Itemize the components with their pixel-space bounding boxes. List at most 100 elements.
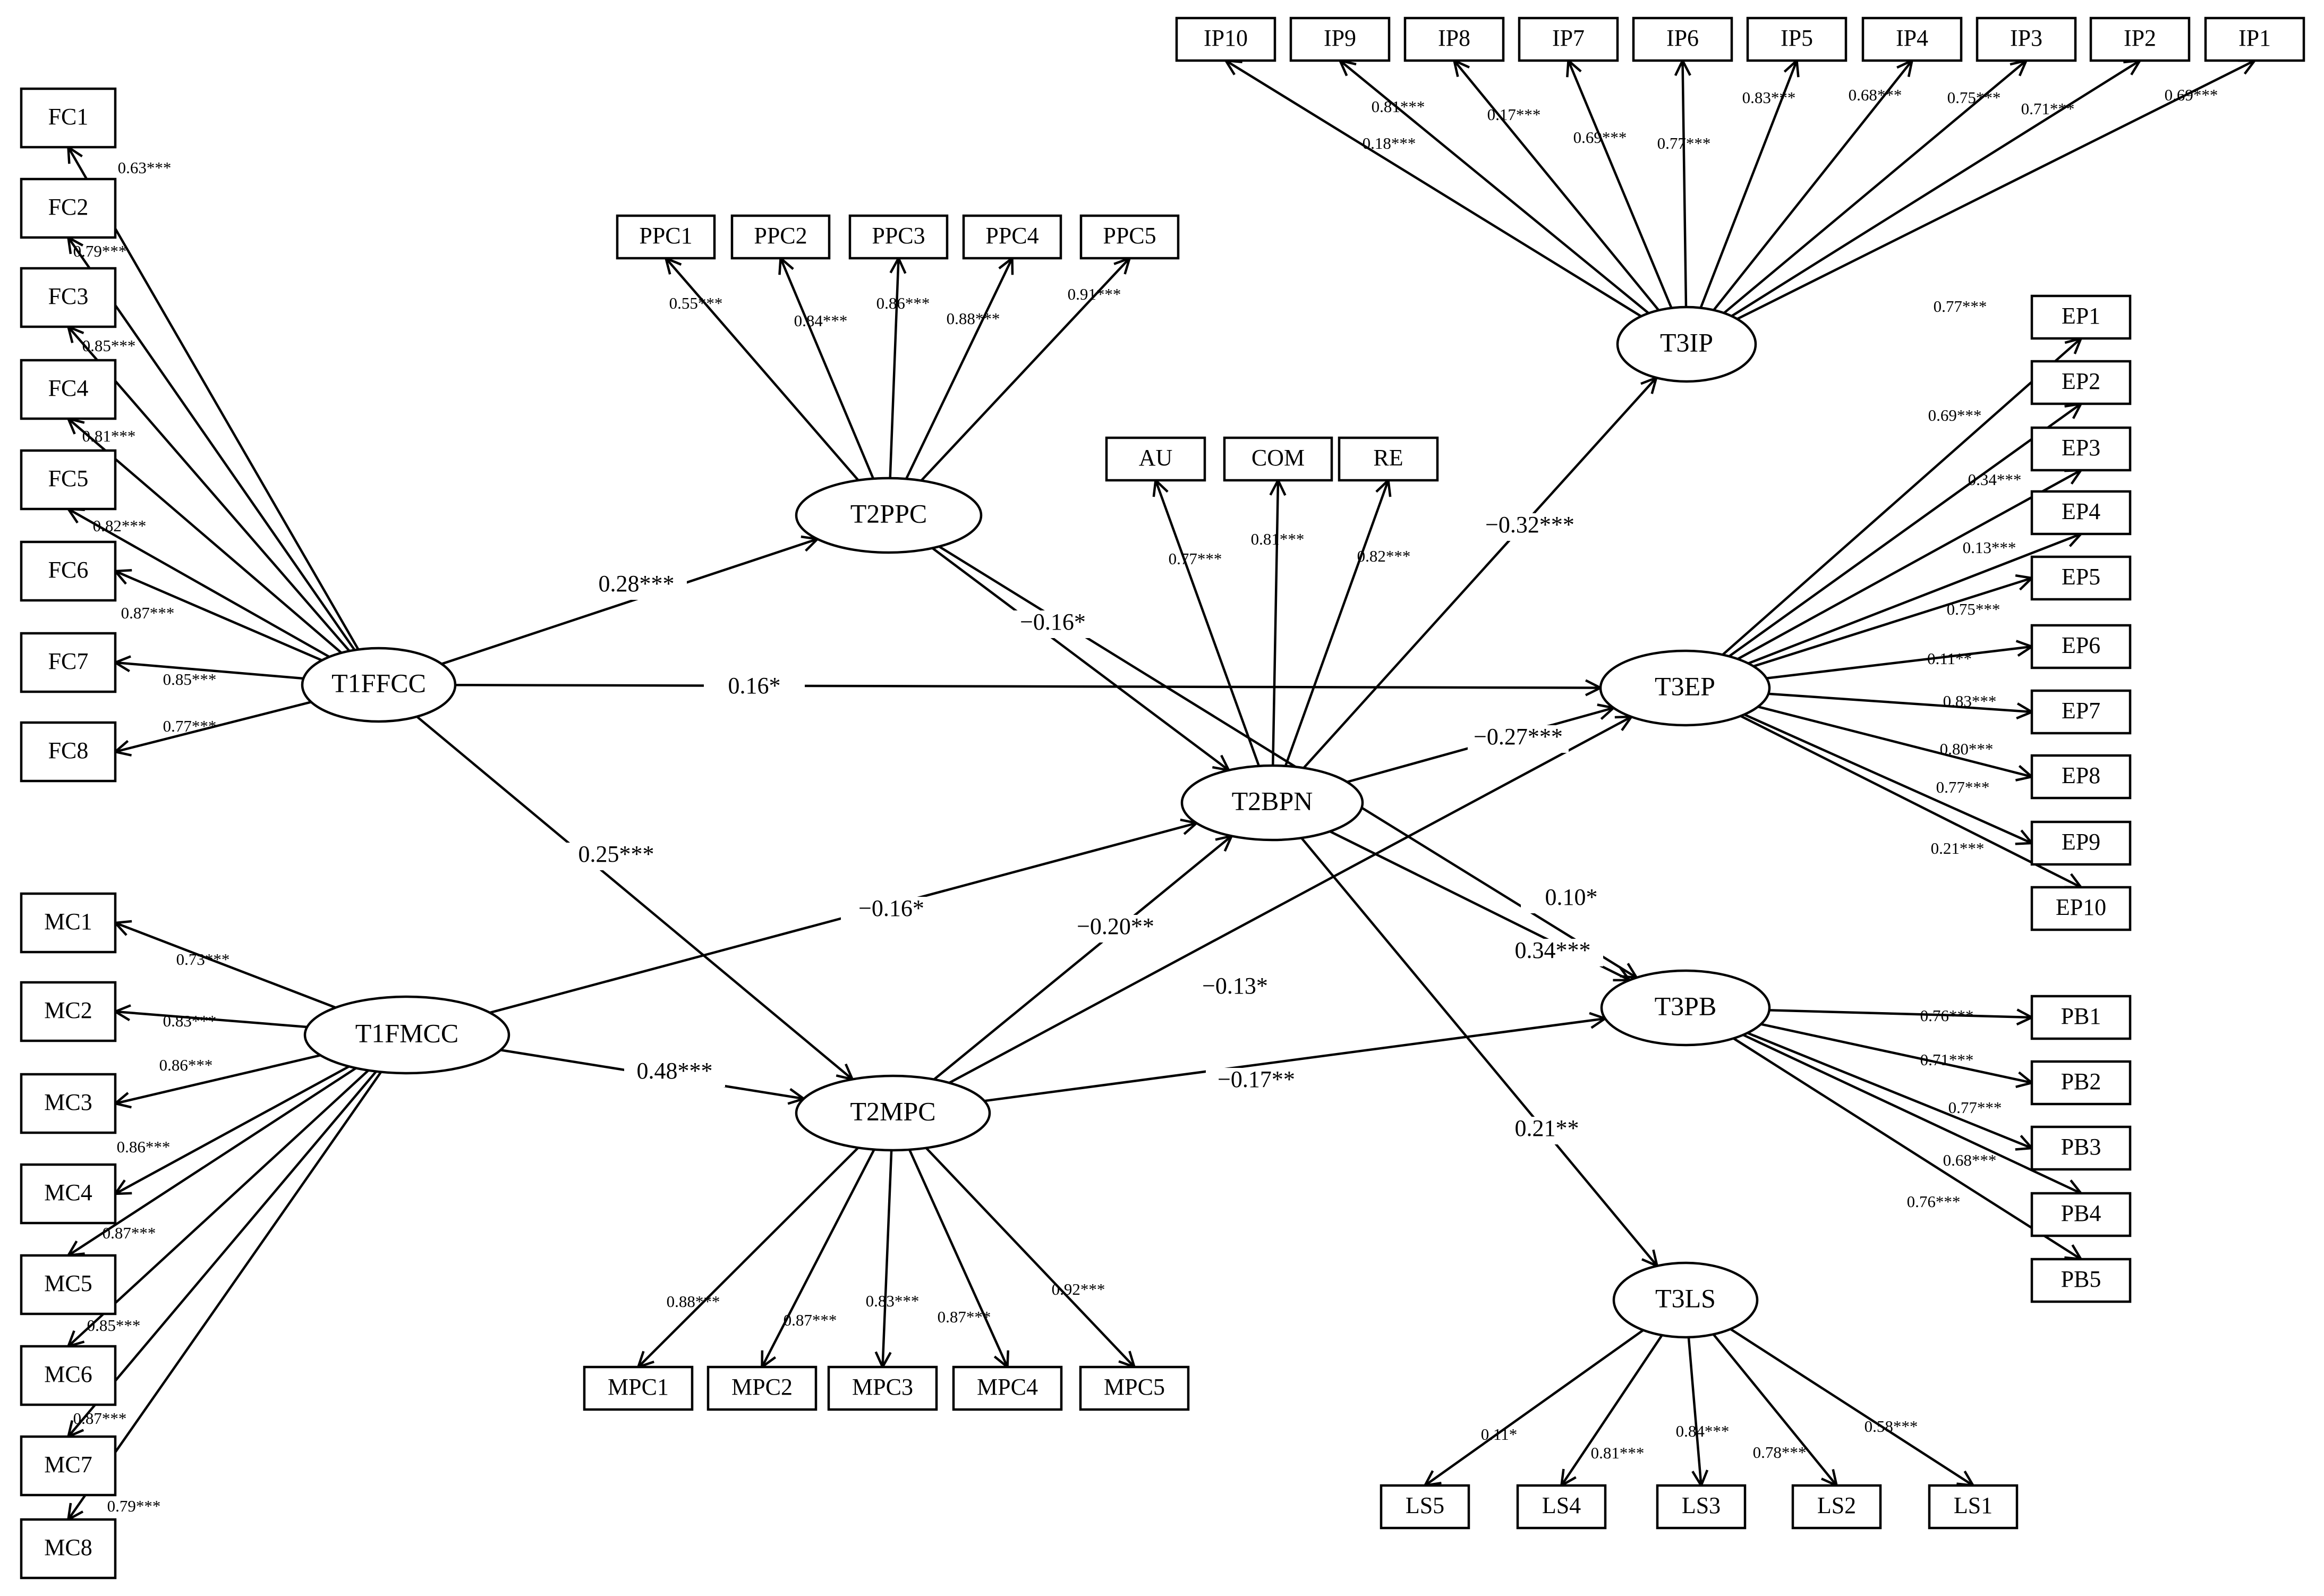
loading-arrow-pb2 <box>1760 1023 2032 1083</box>
latent-t2mpc: T2MPC <box>795 1074 991 1152</box>
indicator-label: COM <box>1252 445 1305 471</box>
path-label-bg <box>1185 974 1286 1002</box>
loading-value-pb1: 0.76*** <box>1920 1006 1974 1025</box>
latent-label: T3IP <box>1660 327 1713 357</box>
latent-label: T3PB <box>1655 991 1717 1021</box>
indicator-label: FC6 <box>48 557 89 583</box>
latent-label: T2PPC <box>850 498 927 528</box>
path-coefficient-t1ffcc-to-t2mpc: 0.25*** <box>578 841 654 867</box>
indicator-fc7: FC7 <box>20 632 117 693</box>
indicator-re: RE <box>1338 436 1439 482</box>
indicator-label: MC7 <box>44 1451 92 1478</box>
loading-value-ip5: 0.83*** <box>1742 88 1796 107</box>
path-coefficient-t1ffcc-to-t3ep: 0.16* <box>728 673 781 699</box>
indicator-label: MC4 <box>44 1179 92 1206</box>
loading-arrow-ppc5 <box>920 258 1129 482</box>
path-coefficient-t2ppc-to-t3pb: 0.10* <box>1545 884 1598 910</box>
loading-arrow-mc7 <box>69 1071 377 1437</box>
loading-value-ep5: 0.75*** <box>1947 600 2000 618</box>
path-arrow-t1ffcc-to-t2mpc <box>416 716 853 1080</box>
indicator-label: PPC3 <box>872 223 925 249</box>
loading-arrow-ip8 <box>1454 61 1660 311</box>
indicator-label: MPC4 <box>977 1374 1038 1400</box>
loading-value-ip2: 0.71*** <box>2021 99 2075 118</box>
path-coefficient-t2bpn-to-t3pb: 0.34*** <box>1515 937 1591 963</box>
loading-value-ls1: 0.58*** <box>1865 1417 1918 1436</box>
loading-value-fc2: 0.79*** <box>73 242 127 260</box>
loading-value-ip6: 0.77*** <box>1657 134 1711 152</box>
path-label-bg <box>566 843 667 870</box>
path-label-bg <box>586 572 687 600</box>
loading-arrow-ppc2 <box>781 258 875 479</box>
loading-arrow-ip5 <box>1699 61 1797 309</box>
loading-value-ppc2: 0.84*** <box>794 311 848 330</box>
loading-value-ep6: 0.11** <box>1927 649 1972 668</box>
indicator-pb3: PB3 <box>2030 1125 2132 1171</box>
loading-arrow-ip4 <box>1713 61 1912 311</box>
loading-arrow-fc7 <box>115 663 304 680</box>
loading-arrow-ep2 <box>1728 404 2081 658</box>
loading-arrow-mpc5 <box>925 1147 1135 1367</box>
indicator-ip8: IP8 <box>1403 16 1505 62</box>
loading-arrow-fc8 <box>115 701 312 752</box>
loading-arrow-ppc3 <box>889 258 899 479</box>
label-layer: 0.63***0.79***0.85***0.81***0.82***0.87*… <box>73 86 2218 1515</box>
indicator-label: MPC2 <box>731 1374 793 1400</box>
indicator-ls4: LS4 <box>1516 1484 1607 1530</box>
latent-t2bpn: T2BPN <box>1180 764 1364 842</box>
indicator-label: PPC2 <box>754 223 807 249</box>
path-arrow-t2ppc-to-t2bpn <box>931 547 1229 770</box>
indicator-label: IP2 <box>2124 25 2156 51</box>
indicator-ip10: IP10 <box>1175 16 1276 62</box>
indicator-label: IP6 <box>1666 25 1699 51</box>
loading-arrow-mpc4 <box>908 1149 1007 1367</box>
loading-arrow-ep10 <box>1740 715 2081 887</box>
indicator-label: LS5 <box>1406 1492 1444 1518</box>
path-coefficient-t2bpn-to-t3ep: −0.27*** <box>1474 724 1563 750</box>
indicator-label: MC8 <box>44 1534 92 1560</box>
latent-label: T3EP <box>1655 671 1715 701</box>
path-arrow-t2bpn-to-t3ip <box>1303 378 1656 769</box>
node-layer: FC1FC2FC3FC4FC5FC6FC7FC8MC1MC2MC3MC4MC5M… <box>20 16 2305 1580</box>
indicator-ep10: EP10 <box>2030 886 2132 931</box>
indicator-mc8: MC8 <box>20 1518 117 1580</box>
loading-arrow-mc2 <box>115 1012 308 1029</box>
loading-arrow-ls3 <box>1687 1337 1701 1485</box>
indicator-fc5: FC5 <box>20 449 117 511</box>
indicator-ls2: LS2 <box>1791 1484 1882 1530</box>
indicator-label: FC4 <box>48 375 89 401</box>
indicator-mpc4: MPC4 <box>952 1365 1063 1411</box>
loading-value-ep10: 0.21*** <box>1931 839 1985 858</box>
loading-value-mpc1: 0.88*** <box>667 1292 720 1311</box>
path-coefficient-t2mpc-to-t3ep: −0.13* <box>1202 973 1268 999</box>
loading-value-ep3: 0.34*** <box>1968 470 2022 489</box>
indicator-mc3: MC3 <box>20 1073 117 1134</box>
indicator-label: RE <box>1373 445 1403 471</box>
indicator-label: MC6 <box>44 1361 92 1387</box>
indicator-label: PPC1 <box>639 223 692 249</box>
path-arrow-t1ffcc-to-t3ep <box>455 685 1601 687</box>
indicator-mpc3: MPC3 <box>827 1365 938 1411</box>
loading-arrow-fc5 <box>69 509 330 658</box>
loading-value-ls2: 0.78*** <box>1753 1443 1807 1462</box>
indicator-ls3: LS3 <box>1656 1484 1747 1530</box>
loading-value-mc5: 0.87*** <box>103 1224 156 1242</box>
indicator-label: IP4 <box>1896 25 1928 51</box>
loading-value-ppc1: 0.55*** <box>669 294 723 312</box>
loading-arrow-ep4 <box>1748 534 2081 665</box>
indicator-label: FC7 <box>48 648 89 674</box>
loading-arrow-mpc3 <box>883 1150 893 1367</box>
indicator-mpc5: MPC5 <box>1079 1365 1190 1411</box>
indicator-label: PPC4 <box>985 223 1038 249</box>
indicator-label: PPC5 <box>1103 223 1156 249</box>
loading-arrow-ip1 <box>1736 61 2254 320</box>
latent-t3pb: T3PB <box>1600 969 1771 1047</box>
path-coefficient-t2bpn-to-t3ip: −0.32*** <box>1485 512 1574 538</box>
indicator-ip2: IP2 <box>2089 16 2191 62</box>
indicator-label: MC2 <box>44 997 92 1023</box>
loading-value-mpc5: 0.92*** <box>1052 1280 1105 1298</box>
indicator-fc3: FC3 <box>20 267 117 328</box>
indicator-ip1: IP1 <box>2204 16 2305 62</box>
loading-value-pb2: 0.71*** <box>1920 1050 1974 1069</box>
loading-value-fc8: 0.77*** <box>163 717 217 735</box>
